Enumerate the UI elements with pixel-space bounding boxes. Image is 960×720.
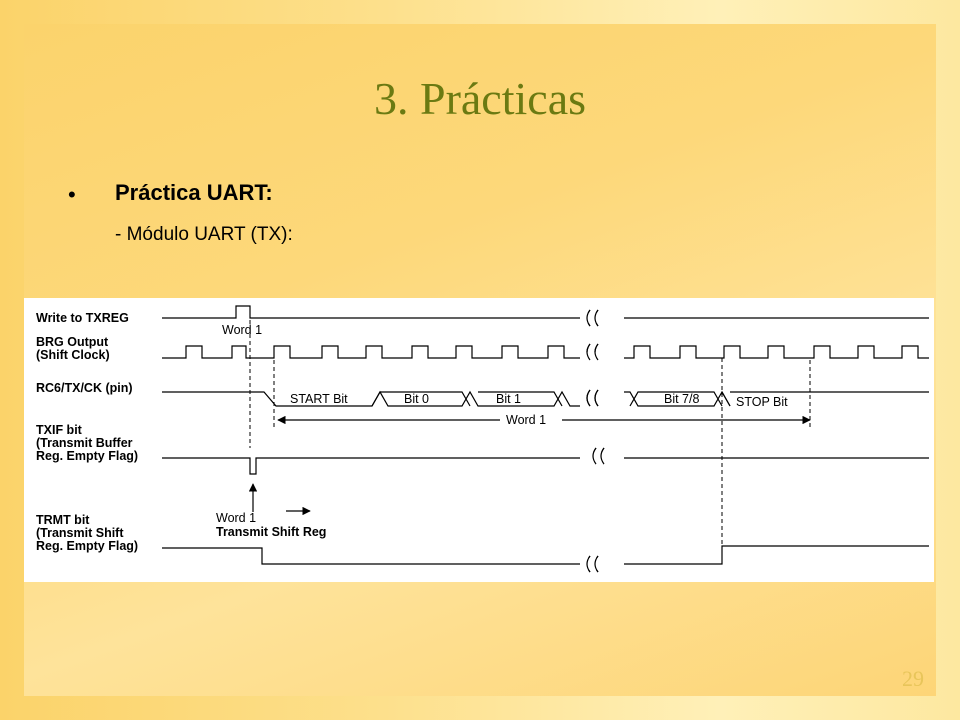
slide-title: 3. Prácticas [373,73,587,124]
waveform-tx-low [162,390,580,407]
waveform-write-txreg [162,305,580,319]
waveform-tx-stop [721,391,929,407]
label-txif-desc2: Reg. Empty Flag) [36,449,138,463]
annot-word1-bottom: Word 1 [216,511,256,525]
annot-word1-top: Word 1 [222,323,262,337]
waveform-txif [162,457,580,475]
waveform-brg-clock-end [624,345,929,359]
bullet-marker: • [68,182,76,207]
annot-transmit-shift-reg: Transmit Shift Reg [216,525,326,539]
waveform-brg-clock [162,345,580,359]
sub-item: - Módulo UART (TX): [115,224,293,245]
waveform-trmt [162,547,580,565]
bullet-heading: Práctica UART: [115,180,273,205]
page-number: 29 [902,666,924,691]
label-shift-clock: (Shift Clock) [36,348,110,362]
annot-stop-bit: STOP Bit [736,395,788,409]
label-brg-output: BRG Output [36,335,109,349]
label-trmt: TRMT bit [36,513,90,527]
annot-word1-span: Word 1 [506,413,546,427]
annot-bit0: Bit 0 [404,392,429,406]
annot-bit1: Bit 1 [496,392,521,406]
uart-timing-diagram: Write to TXREG BRG Output (Shift Clock) … [24,298,934,582]
timing-diagram-svg: Write to TXREG BRG Output (Shift Clock) … [36,305,929,573]
label-txif-desc1: (Transmit Buffer [36,436,133,450]
label-trmt-desc2: Reg. Empty Flag) [36,539,138,553]
break-marks-front [586,309,605,573]
annot-bit78: Bit 7/8 [664,392,699,406]
label-write-txreg: Write to TXREG [36,311,129,325]
label-trmt-desc1: (Transmit Shift [36,526,124,540]
label-rc6-pin: RC6/TX/CK (pin) [36,381,133,395]
label-txif: TXIF bit [36,423,83,437]
annot-start-bit: START Bit [290,392,348,406]
waveform-tx-high [371,391,563,407]
waveform-trmt-end [624,545,929,565]
